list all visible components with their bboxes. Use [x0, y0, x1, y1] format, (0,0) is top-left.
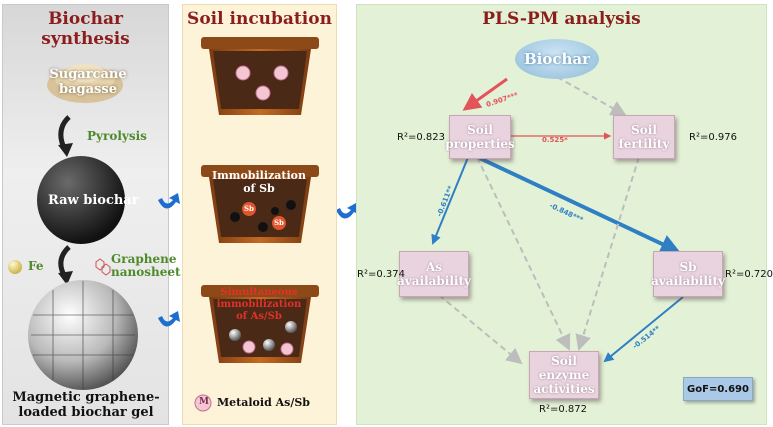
fe-particle-icon — [8, 260, 22, 274]
pot2-label: Immobilization of Sb — [197, 169, 321, 195]
pot3-label-line-3: of As/Sb — [236, 311, 282, 322]
path-as-enzyme — [438, 294, 523, 365]
pot3-label-line-2: immobilization — [216, 299, 302, 310]
graphene-mesh-icon — [31, 281, 135, 389]
down-arrow-icon — [58, 245, 73, 285]
bagasse-pile-icon — [47, 64, 123, 103]
node-as-availability-line-2: availability — [397, 274, 471, 288]
soil-pot-1-icon — [201, 37, 319, 115]
coef-biochar-properties: 0.907*** — [485, 91, 519, 109]
pot3-label: Simultaneous immobilization of As/Sb — [197, 287, 321, 323]
raw-biochar-label: Raw biochar — [48, 193, 139, 208]
soil-pot-2-icon — [201, 165, 319, 243]
path-diagram-arrows: 0.907*** 0.525* -0.611** -0.848*** -0.51… — [431, 76, 684, 365]
coef-properties-fertility: 0.525* — [542, 136, 568, 144]
pot3-label-line-1: Simultaneous — [220, 287, 298, 298]
node-soil-fertility-line-1: Soil — [631, 123, 657, 137]
path-properties-enzyme — [476, 156, 571, 351]
node-soil-fertility-line-2: fertility — [618, 137, 670, 151]
biochar-synthesis-panel: Biochar synthesis — [2, 4, 181, 425]
gof-badge: GoF=0.690 — [683, 377, 753, 401]
pots-illustration — [194, 37, 319, 412]
panel-title-synthesis: Biochar synthesis — [41, 9, 130, 49]
pot2-label-line-2: of Sb — [243, 182, 275, 195]
path-properties-as — [431, 154, 470, 245]
metaloid-icon — [242, 340, 294, 356]
graphene-label: Graphene nanosheet — [111, 252, 181, 279]
product-label-line-1: Magnetic graphene- — [12, 390, 160, 405]
soil-incubation-panel: Soil incubation — [182, 4, 337, 425]
legend-label: Metaloid As/Sb — [217, 396, 310, 409]
path-fertility-enzyme — [575, 156, 640, 351]
r2-soil-fertility: R²=0.976 — [689, 132, 737, 143]
node-soil-properties-line-1: Soil — [467, 123, 493, 137]
node-sb-availability-line-2: availability — [651, 274, 725, 288]
path-biochar-fertility — [556, 76, 627, 116]
r2-soil-properties: R²=0.823 — [397, 132, 445, 143]
graphene-sheet-icon — [95, 258, 111, 276]
metaloid-legend-icon — [194, 394, 212, 412]
soil-pot-3-icon — [201, 285, 319, 363]
biochar-particle-icon — [230, 200, 296, 232]
node-as-availability-line-1: As — [425, 260, 443, 274]
node-biochar-label: Biochar — [523, 50, 591, 68]
sb-label-1: Sb — [244, 204, 254, 213]
node-soil-properties-line-2: properties — [445, 137, 515, 151]
legend-m: M — [199, 397, 209, 407]
path-biochar-properties — [462, 77, 508, 111]
pot2-label-line-1: Immobilization — [212, 169, 306, 182]
metaloid-icon — [235, 65, 289, 101]
path-sb-enzyme — [603, 296, 684, 363]
node-biochar: Biochar — [515, 39, 599, 79]
product-label: Magnetic graphene- loaded biochar gel — [5, 390, 167, 420]
panel-title-pls: PLS-PM analysis — [482, 9, 641, 29]
sb-ion-icon — [242, 202, 286, 230]
r2-as: R²=0.374 — [357, 269, 405, 280]
node-sb-availability-line-1: Sb — [679, 260, 697, 274]
fe-label: Fe — [28, 259, 44, 273]
product-label-line-2: loaded biochar gel — [18, 405, 154, 420]
r2-enzyme: R²=0.872 — [539, 404, 587, 415]
feedstock-label: Sugarcane bagasse — [49, 67, 127, 97]
node-soil-enzyme-line-1: Soil — [551, 354, 577, 368]
down-arrow-icon — [58, 115, 73, 157]
synthesis-illustration — [8, 64, 138, 390]
raw-biochar-sphere-icon — [37, 156, 125, 244]
gel-bead-icon — [229, 321, 297, 351]
sb-label-2: Sb — [274, 218, 284, 227]
path-properties-sb — [472, 153, 681, 254]
gof-label: GoF=0.690 — [687, 383, 749, 395]
node-soil-enzyme-line-2: enzyme — [538, 368, 590, 382]
node-soil-enzyme-line-3: activities — [533, 382, 595, 396]
r2-sb: R²=0.720 — [725, 269, 773, 280]
pyrolysis-label: Pyrolysis — [87, 129, 147, 143]
panel-title-incubation: Soil incubation — [187, 9, 332, 29]
pls-pm-panel: PLS-PM analysis 0.907*** 0.525* -0.611**… — [356, 4, 773, 425]
